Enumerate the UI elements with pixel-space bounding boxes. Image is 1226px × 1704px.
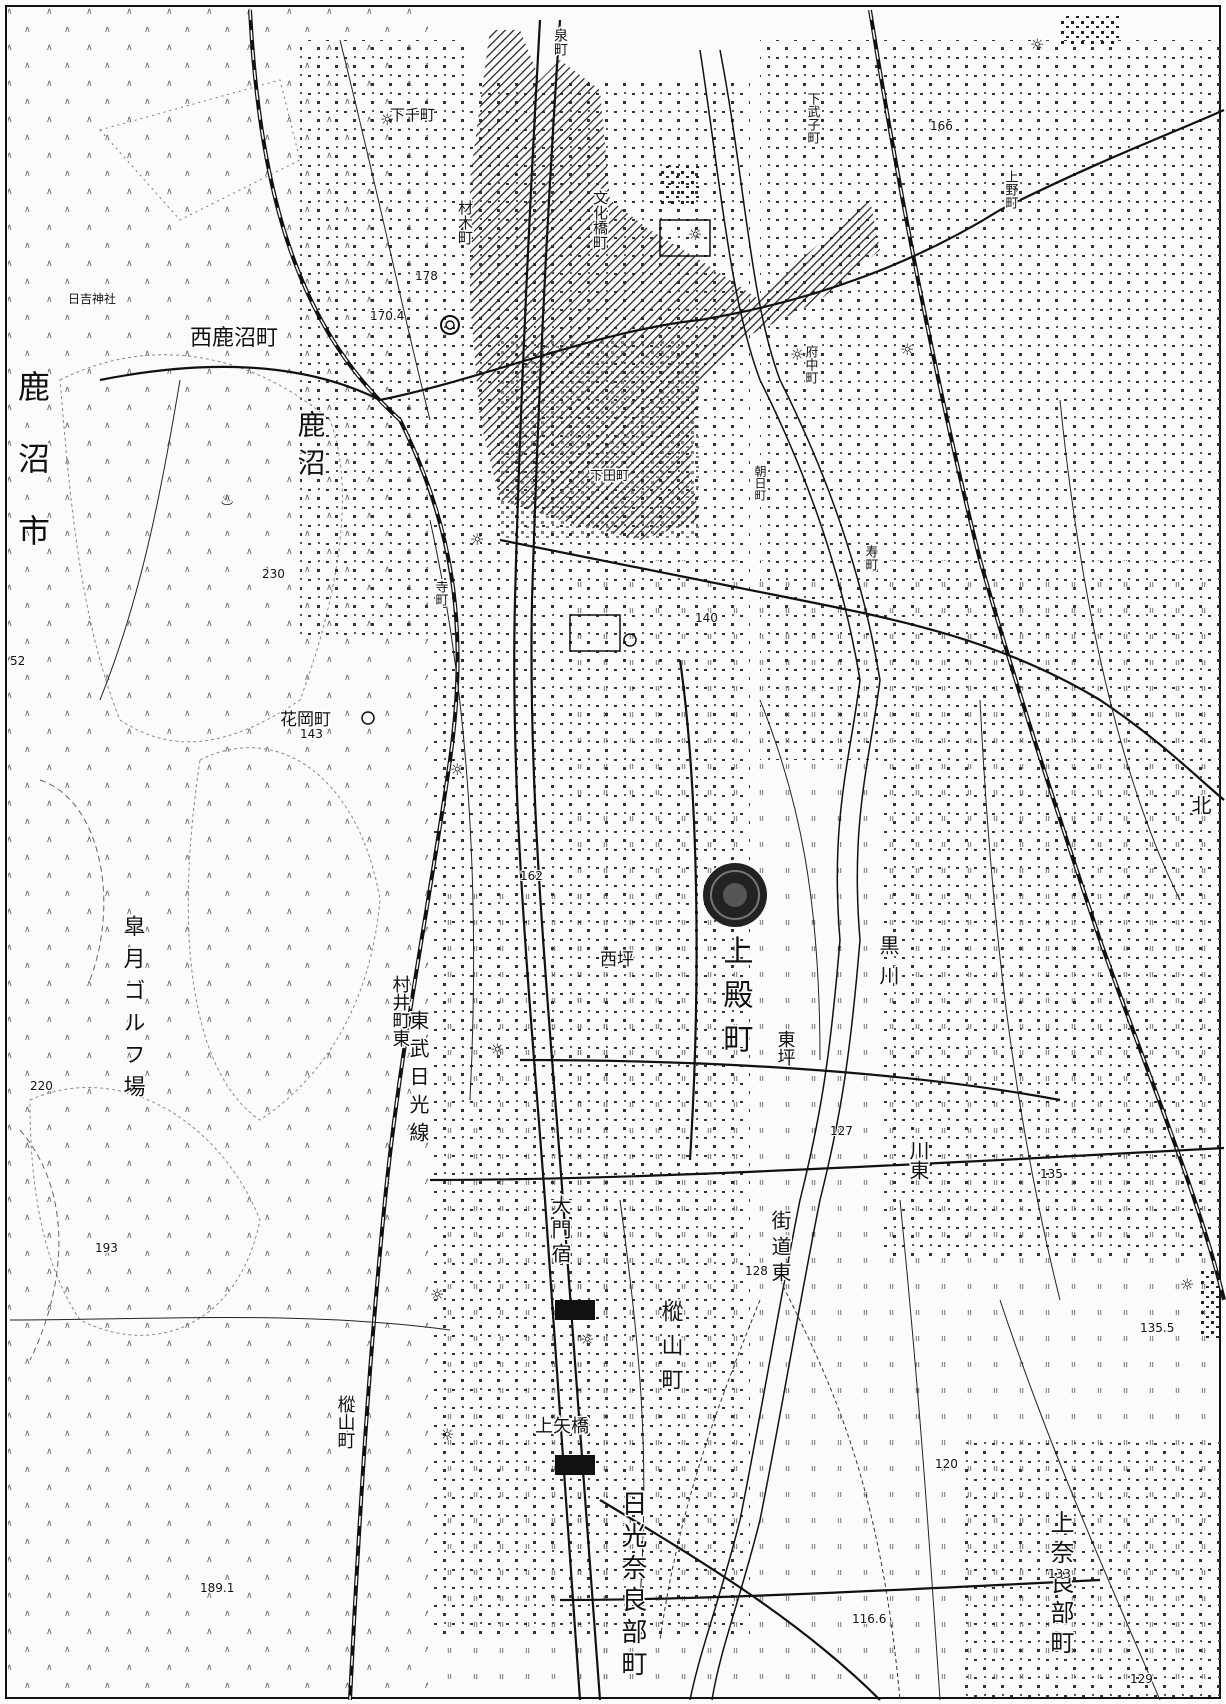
elevation-135-5: 135.5 <box>1140 1321 1174 1335</box>
label-kamiyahashi: 上矢橋 <box>535 1416 589 1437</box>
elevation-162: 162 <box>520 869 543 883</box>
elevation-143: 143 <box>300 727 323 741</box>
label-nishi-kanuma-cho: 西鹿沼町 <box>190 326 278 351</box>
label-daimon-shuku: 大門宿 <box>548 1195 572 1267</box>
svg-text:☼: ☼ <box>790 345 804 364</box>
label-bunka-bashi-cho: 文化橋町 <box>591 190 609 250</box>
label-nikko-narabu-cho: 日光奈良部町 <box>617 1490 647 1682</box>
label-teramachi: 寺町 <box>433 580 449 606</box>
elevation-166: 166 <box>930 119 953 133</box>
label-kami-narabu-cho: 上奈良部町 <box>1046 1510 1074 1660</box>
elevation-135: 135 <box>1040 1167 1063 1181</box>
label-kita: 北 <box>1188 795 1212 815</box>
label-murai-higashi: 村井町東 <box>390 975 411 1047</box>
label-satsuki-golf: 皐月ゴルフ場 <box>120 915 146 1107</box>
elevation-189: 189.1 <box>200 1581 234 1595</box>
label-higashitsubo: 東坪 <box>775 1030 796 1066</box>
elevation-178: 178 <box>415 269 438 283</box>
minor-roads <box>9 39 1181 1701</box>
label-kurokawa: 黒川 <box>876 935 900 995</box>
label-shoyama-cho-east: 樅山町 <box>658 1300 684 1402</box>
svg-text:☼: ☼ <box>470 530 484 549</box>
svg-text:☼: ☼ <box>900 340 914 359</box>
label-shoyama-cho-west: 樅山町 <box>335 1395 356 1449</box>
downtown-area <box>470 30 880 540</box>
label-kanuma: 鹿沼 <box>294 410 327 486</box>
label-nishitsubo: 西坪 <box>600 950 634 970</box>
svg-text:☼: ☼ <box>430 1285 444 1304</box>
elevation-170: 170.4 <box>370 309 404 323</box>
label-kotobuki-cho: 寿町 <box>863 545 879 571</box>
label-kamino-cho: 上野町 <box>1003 170 1019 209</box>
kurokawa-river <box>659 49 901 1701</box>
map-symbols: ☼ ☼ ☼ ☼ ☼ ☼ ☼ ☼ ☼ ☼ ☼ ☼ ♨ <box>220 15 1220 1475</box>
tobu-nikko-railway <box>248 9 460 1701</box>
label-tobu-nikko-line: 東武日光線 <box>406 1010 430 1150</box>
svg-text:♨: ♨ <box>220 490 234 509</box>
elevation-193: 193 <box>95 1241 118 1255</box>
label-shimo-takeko: 下武子町 <box>805 92 821 144</box>
label-fuchu-cho: 府中町 <box>803 345 819 384</box>
svg-text:☼: ☼ <box>440 1425 454 1444</box>
svg-text:☼: ☼ <box>380 110 394 129</box>
place-labels: 鹿沼市 鹿沼 西鹿沼町 日吉神社 泉町 下武子町 下千町 材木町 文化橋町 花岡… <box>12 26 1214 1684</box>
svg-text:☼: ☼ <box>1030 35 1044 54</box>
label-asahi-cho: 朝日町 <box>753 465 767 501</box>
label-izumi-cho: 泉町 <box>552 27 568 56</box>
elevation-220: 220 <box>30 1079 53 1093</box>
label-kanuma-city: 鹿沼市 <box>13 370 51 586</box>
label-hiyoshi-jinja: 日吉神社 <box>68 291 116 306</box>
elevation-129: 129 <box>1130 1672 1153 1686</box>
elevation-points: 230 178 170.4 143 140 127 128 120 116.6 … <box>9 118 1175 1687</box>
svg-text:☼: ☼ <box>450 760 464 779</box>
jr-railway <box>868 9 1226 1301</box>
elevation-120: 120 <box>935 1457 958 1471</box>
label-kaido-higashi: 街道東 <box>768 1210 792 1288</box>
elevation-230: 230 <box>262 567 285 581</box>
label-hanaoka-cho: 花岡町 <box>280 710 331 730</box>
label-shimochuo: 下千町 <box>390 106 435 124</box>
svg-text:☼: ☼ <box>1180 1275 1194 1294</box>
elevation-128: 128 <box>745 1264 768 1278</box>
elevation-52: 52 <box>10 654 25 668</box>
label-shimotanaka: 下田町 <box>590 469 629 484</box>
label-kawahigashi: 川東 <box>906 1140 930 1180</box>
svg-text:☼: ☼ <box>688 225 702 244</box>
elevation-127-east: 127 <box>830 1124 853 1138</box>
elevation-140: 140 <box>695 611 718 625</box>
svg-text:☼: ☼ <box>580 1330 594 1349</box>
label-zaimoku-cho: 材木町 <box>456 200 474 245</box>
elevation-133: 133 <box>1048 1567 1071 1581</box>
svg-text:☼: ☼ <box>490 1040 504 1059</box>
location-marker <box>703 863 767 927</box>
elevation-116: 116.6 <box>852 1612 886 1626</box>
label-kamidono-cho: 上殿町 <box>718 935 754 1067</box>
